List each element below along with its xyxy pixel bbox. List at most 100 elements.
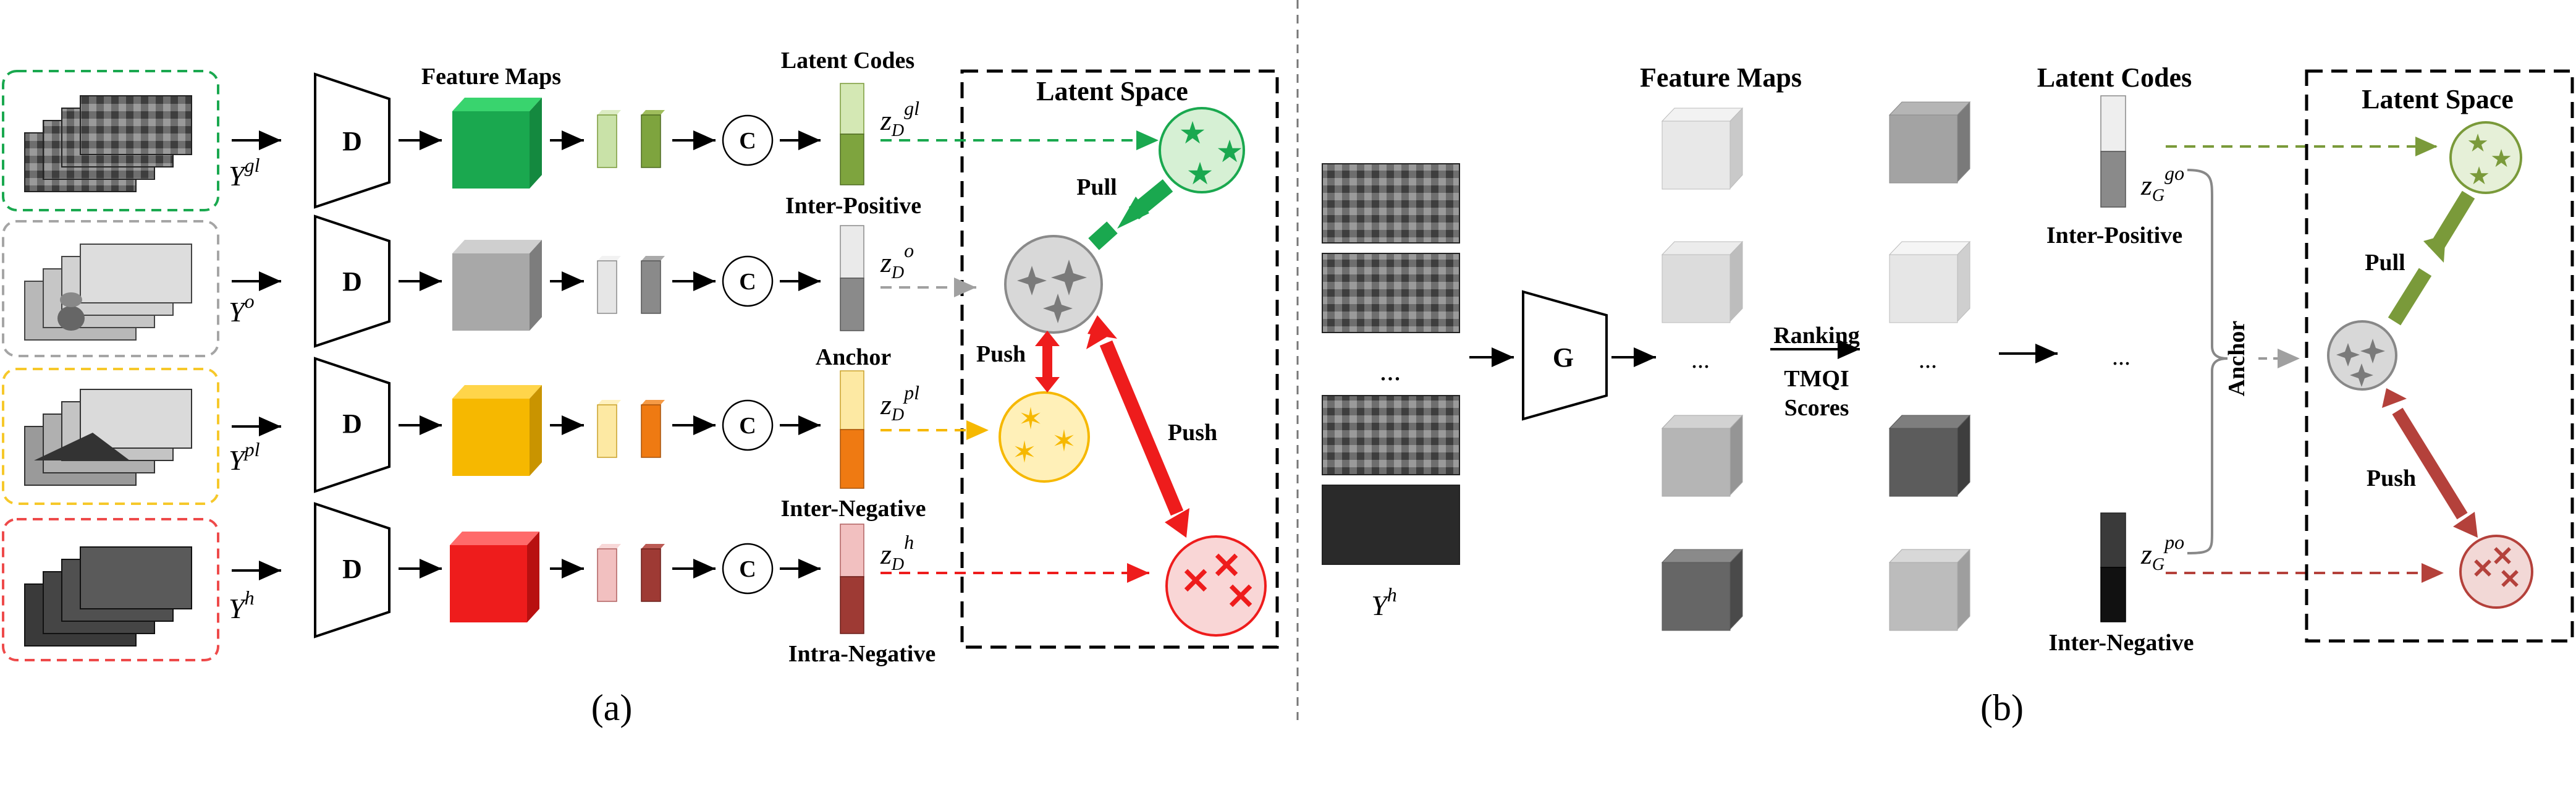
anchor-brace [2187, 169, 2228, 554]
caption-inter-negative-b: Inter-Negative [2049, 630, 2194, 656]
encoder-d-o [314, 214, 391, 348]
star-icon: ★ [1186, 156, 1214, 191]
cross-icon: ✕ [2499, 564, 2522, 595]
input-label-gl: Ygl [229, 154, 260, 192]
pull-arrow-a [1088, 179, 1173, 250]
latent-code-bar-o [840, 225, 864, 331]
caption-anchor-a: Anchor [816, 344, 892, 370]
latent-circle-anchor-a [1004, 235, 1103, 334]
input-frame-pl [2, 368, 219, 505]
image-stack-o [24, 244, 192, 341]
latent-circle-anchor-b [2327, 320, 2397, 391]
latent-space-label-b: Latent Space [2362, 84, 2514, 114]
caption-inter-positive-a: Inter-Positive [785, 193, 921, 219]
anchor-label-b: Anchor [2224, 321, 2250, 397]
feature-cube-gl [452, 98, 542, 189]
latent-codes-label-a: Latent Codes [781, 48, 914, 74]
code-label-bottom-b: zGpo [2140, 531, 2184, 574]
input-images-b: ... [1322, 163, 1460, 565]
row-h: Yh D C zDh [2, 502, 1149, 667]
cross-icon: ✕ [2491, 541, 2514, 572]
ranking-label: Ranking [1773, 323, 1859, 349]
push-label-a-1: Push [976, 341, 1026, 367]
input-label-b: Yh [1371, 583, 1397, 621]
latent-code-bar-gl [840, 83, 864, 185]
caption-a: (a) [591, 687, 633, 728]
push-arrow-b [2382, 388, 2478, 538]
panel-a: Feature Maps Latent Codes Latent Space Y… [2, 48, 1279, 728]
feature-bars-o [597, 256, 665, 314]
asterisk-icon: ✶ [1012, 436, 1037, 469]
feature-column-2-b: ... [1888, 101, 1971, 631]
tmqi-label: TMQI [1784, 366, 1849, 392]
push-arrow-long-a [1086, 315, 1189, 538]
feature-bars-h [597, 544, 665, 602]
encoder-d-gl [314, 72, 391, 209]
sparkle-icon [1017, 266, 1047, 295]
star-icon: ★ [2490, 145, 2512, 172]
feature-bars-gl [597, 110, 665, 168]
push-arrow-short-a [1035, 331, 1060, 392]
row-gl: Ygl D C zDgl [2, 70, 1159, 219]
feature-maps-label-a: Feature Maps [421, 64, 561, 90]
concat-node-h [722, 543, 774, 595]
image-stack-h [24, 546, 192, 647]
generator-g [1522, 290, 1608, 421]
ellipsis-codes: ... [2112, 342, 2130, 370]
ellipsis-input: ... [1380, 355, 1401, 386]
asterisk-icon: ✶ [1018, 403, 1043, 436]
latent-code-bar-h [840, 524, 864, 634]
image-stack-gl [24, 95, 192, 192]
svg-text:C: C [739, 128, 756, 154]
encoder-d-h [314, 502, 391, 638]
latent-space-box-b [2305, 69, 2574, 643]
push-label-a-2: Push [1168, 420, 1217, 446]
feature-column-1-b: ... [1661, 107, 1744, 631]
input-frame-gl [2, 70, 219, 211]
pull-arrow-b [2388, 190, 2475, 326]
caption-inter-negative-a: Inter-Negative [781, 496, 926, 522]
concat-node-gl [722, 114, 774, 166]
latent-circle-inter-negative-a: ✶ ✶ ✶ [999, 391, 1090, 483]
concat-node-o [722, 255, 774, 307]
sparkle-icon [2336, 343, 2360, 367]
sparkle-icon [1043, 294, 1073, 323]
svg-text:G: G [1553, 342, 1574, 373]
svg-text:D: D [342, 266, 362, 297]
star-icon: ★ [2468, 162, 2490, 190]
latent-circle-positive-a: ★ ★ ★ [1159, 107, 1245, 193]
feature-cube-h [450, 532, 539, 622]
scores-label: Scores [1784, 395, 1849, 421]
code-label-pl: zDpl [880, 381, 919, 425]
caption-inter-positive-b: Inter-Positive [2046, 223, 2182, 248]
svg-text:D: D [342, 409, 362, 439]
feature-bars-pl [597, 400, 665, 458]
star-icon: ★ [1216, 134, 1244, 169]
panel-b: Feature Maps Latent Codes ... Yh G ... [1322, 62, 2574, 728]
cross-icon: ✕ [1212, 546, 1242, 586]
feature-cube-o [452, 240, 542, 331]
pull-label-b: Pull [2365, 250, 2405, 276]
ellipsis-fm2: ... [1919, 346, 1937, 373]
latent-code-bar-bottom-b [2100, 512, 2126, 622]
cross-icon: ✕ [1226, 577, 1256, 617]
star-icon: ★ [1179, 116, 1207, 150]
svg-text:C: C [739, 413, 756, 439]
asterisk-icon: ✶ [1052, 425, 1076, 458]
latent-codes-label-b: Latent Codes [2037, 62, 2192, 93]
encoder-d-pl [314, 357, 391, 493]
latent-circle-intra-negative-a: ✕ ✕ ✕ [1165, 535, 1267, 637]
latent-circle-positive-b: ★ ★ ★ [2449, 121, 2522, 194]
latent-space-label-a: Latent Space [1036, 76, 1188, 106]
code-label-h: zDh [880, 531, 914, 574]
image-stack-pl [24, 389, 192, 486]
svg-text:C: C [739, 556, 756, 582]
sparkle-icon [1051, 260, 1087, 295]
feature-cube-pl [452, 385, 542, 476]
pull-label-a: Pull [1076, 174, 1117, 200]
code-label-top-b: zGgo [2140, 162, 2184, 205]
row-pl: Ypl D C zDpl [2, 357, 989, 522]
sparkle-icon [2350, 363, 2373, 387]
input-label-pl: Ypl [229, 438, 260, 476]
